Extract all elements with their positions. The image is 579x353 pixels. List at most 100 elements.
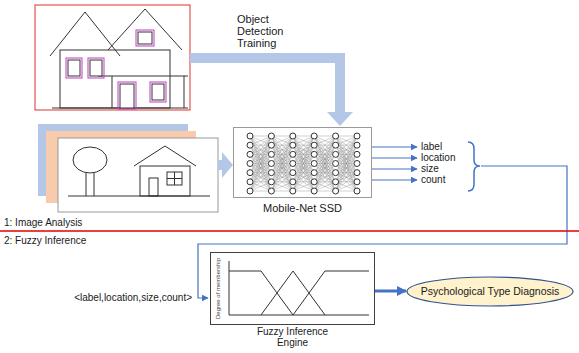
network-neuron <box>354 188 360 194</box>
membership-function <box>229 271 293 315</box>
network-neuron <box>354 133 360 139</box>
network-link <box>250 136 271 182</box>
network-link <box>314 145 335 191</box>
network-link <box>314 164 335 192</box>
output-arrow <box>372 157 417 158</box>
input-arrow <box>218 152 233 178</box>
membership-function <box>261 271 325 315</box>
input-drawings <box>38 124 218 212</box>
network-link <box>314 136 335 182</box>
network-link <box>314 136 335 182</box>
network-neuron <box>354 179 360 185</box>
house-wall <box>140 166 190 196</box>
ellipse-shape <box>407 277 573 306</box>
network-link <box>336 136 357 182</box>
network-link <box>293 164 314 192</box>
diagnosis-ellipse: Psychological Type Diagnosis <box>406 276 574 307</box>
input-arrow-head <box>222 152 233 178</box>
network-link <box>271 145 292 191</box>
network-neuron <box>354 151 360 157</box>
network-neuron <box>311 188 317 194</box>
network-neuron <box>247 133 253 139</box>
network-neuron <box>333 179 339 185</box>
network-neuron <box>290 142 296 148</box>
network-neuron <box>268 188 274 194</box>
output-arrow <box>372 168 417 169</box>
detection-box <box>150 82 166 102</box>
network-box: Mobile-Net SSD <box>233 127 372 198</box>
training-arrow-head <box>327 112 353 126</box>
membership-function <box>293 271 369 315</box>
network-link <box>293 145 314 191</box>
small-house-sketch <box>134 146 196 196</box>
network-link <box>250 164 271 192</box>
network-link <box>271 136 292 182</box>
ellipse-label: Psychological Type Diagnosis <box>421 285 560 297</box>
network-neuron <box>333 133 339 139</box>
porch-post <box>112 76 113 108</box>
detection-box <box>136 30 154 46</box>
output-label: location <box>421 152 455 163</box>
door <box>149 178 158 196</box>
network-link <box>271 145 292 191</box>
phase-label: 1: Image Analysis <box>4 217 82 228</box>
training-arrow <box>190 58 353 126</box>
network-neuron <box>247 170 253 176</box>
network-neuron <box>333 161 339 167</box>
detection-box <box>118 82 136 109</box>
network-neuron <box>311 151 317 157</box>
house-roof <box>108 9 182 50</box>
network-neuron <box>290 151 296 157</box>
network-neuron <box>354 142 360 148</box>
network-neuron <box>311 161 317 167</box>
neural-network-picture <box>234 128 371 197</box>
box-caption: Mobile-Net SSD <box>263 203 342 214</box>
tree-crown <box>73 147 107 173</box>
network-neuron <box>333 142 339 148</box>
output-label: size <box>421 163 439 174</box>
arrow-label: Object Detection Training <box>237 13 309 49</box>
window <box>90 60 102 76</box>
output-label: count <box>421 174 445 185</box>
door <box>120 84 134 108</box>
window <box>138 32 152 44</box>
network-neuron <box>354 170 360 176</box>
chart-axes <box>229 261 369 315</box>
network-link <box>293 136 314 182</box>
input-card <box>58 138 218 212</box>
output-arrows <box>372 147 417 180</box>
network-link <box>250 145 271 191</box>
window <box>68 60 80 76</box>
house-roof <box>134 146 196 166</box>
tree-trunk <box>86 173 87 196</box>
detection-box <box>88 58 104 78</box>
network-neuron <box>311 170 317 176</box>
axis-label: Degree of membership <box>216 257 223 318</box>
window <box>152 84 164 100</box>
network-neuron <box>268 142 274 148</box>
network-link <box>250 136 271 182</box>
network-neuron <box>311 179 317 185</box>
network-link <box>336 145 357 191</box>
network-neuron <box>354 161 360 167</box>
network-neuron <box>311 133 317 139</box>
network-neuron <box>333 188 339 194</box>
network-link <box>271 136 292 182</box>
network-neuron <box>247 179 253 185</box>
training-arrow-shaft <box>190 58 340 112</box>
membership-chart <box>211 253 374 324</box>
detection-boxes <box>35 5 190 110</box>
house-sketch <box>50 9 188 108</box>
network-neuron <box>268 170 274 176</box>
network-link <box>271 164 292 192</box>
window-bar <box>167 178 182 179</box>
network-link <box>293 136 314 182</box>
fuzzy-engine-box: Fuzzy Inference Engine <box>210 252 375 325</box>
network-neuron <box>333 170 339 176</box>
curly-brace <box>468 142 480 191</box>
porch-post <box>184 76 185 108</box>
tree-trunk <box>94 173 95 196</box>
house-roof <box>50 12 120 56</box>
network-neuron <box>290 188 296 194</box>
